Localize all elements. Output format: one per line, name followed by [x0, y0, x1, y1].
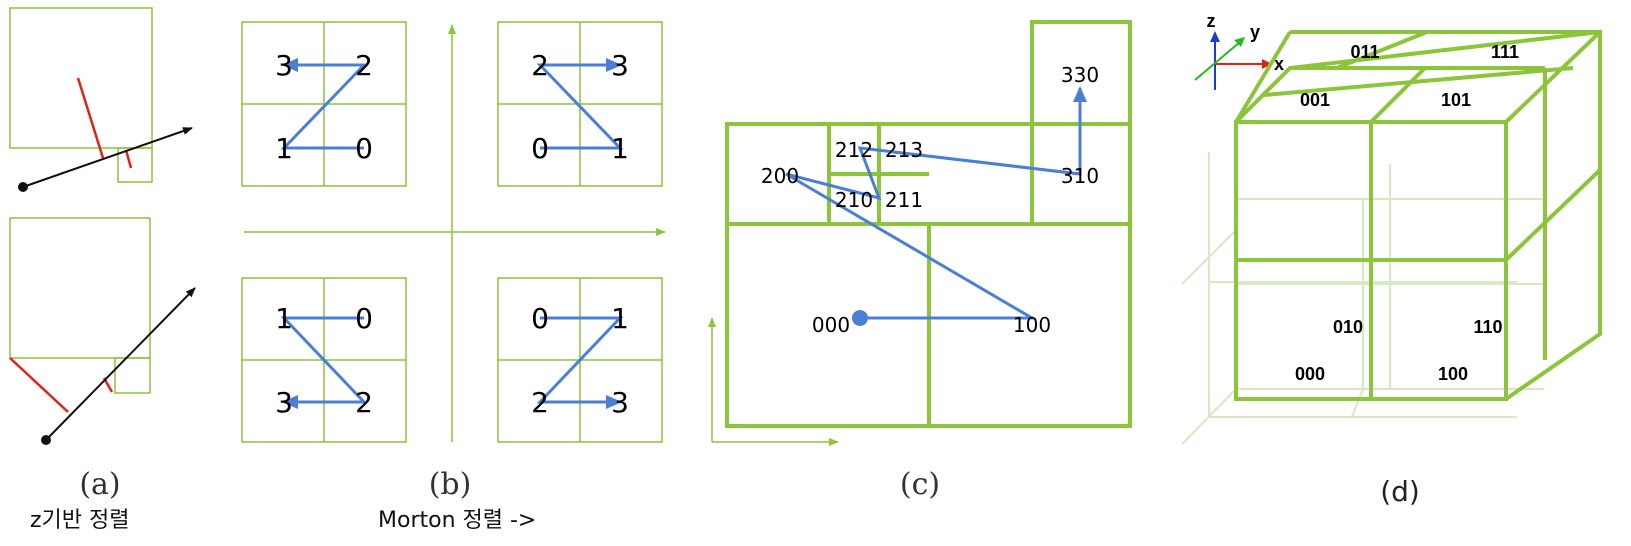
cell-label: 0 — [531, 302, 549, 335]
cell-label-111: 111 — [1491, 42, 1519, 62]
cell-label-010: 010 — [1333, 317, 1363, 337]
node-label: 211 — [885, 188, 923, 212]
cell-label-100: 100 — [1438, 364, 1468, 384]
panel-c-label: (c) — [900, 467, 940, 502]
cell-label: 0 — [531, 132, 549, 165]
cell-label: 0 — [355, 132, 373, 165]
quadrant-top-left: 3 2 1 0 — [241, 21, 407, 187]
node-label: 210 — [835, 188, 873, 212]
node-label: 212 — [835, 138, 873, 162]
cell-label: 3 — [611, 386, 629, 419]
quadrant-bottom-left: 1 0 3 2 — [241, 277, 407, 443]
cell-label: 0 — [355, 302, 373, 335]
cell-label-101: 101 — [1441, 90, 1471, 110]
node-label: 100 — [1013, 313, 1051, 337]
panel-a-caption: z기반 정렬 — [30, 508, 130, 533]
quadrant-top-right: 2 3 0 1 — [497, 21, 663, 187]
panel-b-label: (b) — [429, 467, 472, 502]
axis-gizmo: z y x — [1194, 11, 1284, 90]
morton-path — [785, 86, 1087, 320]
panel-b-caption: Morton 정렬 -> — [378, 508, 536, 533]
cell-label: 1 — [275, 302, 293, 335]
quadrant-bottom-right: 0 1 2 3 — [497, 277, 663, 443]
panel-a-label: (a) — [79, 467, 120, 502]
cell-label: 1 — [611, 132, 629, 165]
cell-label: 3 — [275, 386, 293, 419]
panel-c: 330 310 212 213 210 211 200 000 100 (c) — [708, 20, 1132, 502]
cell-label: 2 — [531, 49, 549, 82]
cube-outer-edges — [1234, 29, 1602, 401]
panel-d-label: (d) — [1380, 475, 1420, 508]
node-label: 310 — [1061, 164, 1099, 188]
panel-a-top-diagram — [9, 7, 193, 192]
node-label: 330 — [1061, 63, 1099, 87]
panel-d: z y x — [1181, 11, 1602, 508]
node-label: 213 — [885, 138, 923, 162]
cell-label: 2 — [531, 386, 549, 419]
cell-label: 1 — [611, 302, 629, 335]
cell-label: 1 — [275, 132, 293, 165]
cell-label-011: 011 — [1350, 42, 1379, 62]
y-axis-label: y — [1250, 22, 1260, 42]
cell-label: 3 — [275, 49, 293, 82]
cell-label: 2 — [355, 386, 373, 419]
panel-a-bottom-diagram — [9, 217, 196, 445]
cell-label-001: 001 — [1300, 90, 1330, 110]
node-label: 200 — [761, 164, 799, 188]
cell-label: 3 — [611, 49, 629, 82]
z-axis-label: z — [1207, 11, 1216, 31]
start-point — [852, 310, 868, 326]
cell-label-110: 110 — [1473, 317, 1502, 337]
cell-label: 2 — [355, 49, 373, 82]
cell-label-000: 000 — [1295, 364, 1325, 384]
x-axis-label: x — [1274, 54, 1284, 74]
panel-a: (a) z기반 정렬 — [9, 7, 196, 533]
node-label: 000 — [812, 313, 850, 337]
panel-b: 3 2 1 0 2 3 0 1 1 0 3 2 — [241, 21, 666, 533]
